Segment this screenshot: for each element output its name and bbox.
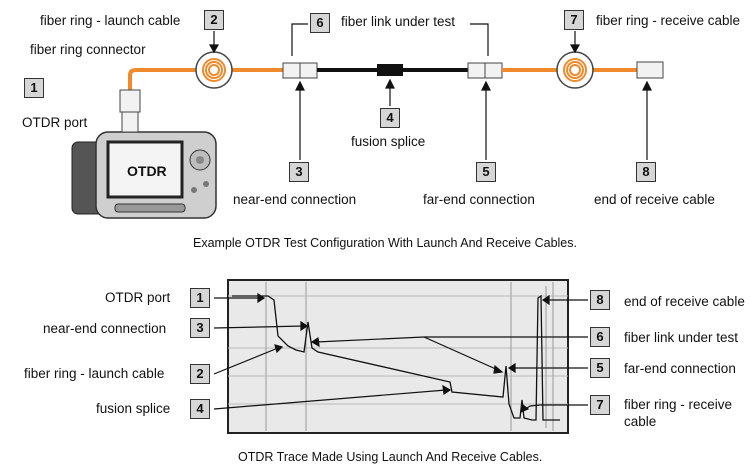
trace-callout-4: 4 bbox=[190, 399, 210, 419]
label-link-under-test: fiber link under test bbox=[341, 14, 456, 29]
trace-label-receive-cable-2: cable bbox=[624, 414, 657, 429]
callout-5: 5 bbox=[476, 162, 496, 182]
label-near-end: near-end connection bbox=[233, 192, 357, 207]
bottom-caption: OTDR Trace Made Using Launch And Receive… bbox=[238, 450, 543, 464]
callout-6: 6 bbox=[310, 13, 330, 33]
trace-callout-5: 5 bbox=[590, 358, 610, 378]
otdr-device bbox=[71, 89, 217, 219]
trace-callout-3: 3 bbox=[190, 318, 210, 338]
callout-7: 7 bbox=[564, 10, 584, 30]
otdr-trace-panel bbox=[227, 279, 569, 434]
trace-callout-2: 2 bbox=[190, 364, 210, 384]
label-ring-connector: fiber ring connector bbox=[30, 42, 146, 57]
label-fusion-splice: fusion splice bbox=[351, 134, 426, 149]
receive-fiber-ring bbox=[556, 51, 594, 89]
trace-label-far-end: far-end connection bbox=[624, 361, 736, 376]
receive-cable-end bbox=[636, 61, 664, 79]
label-end-receive: end of receive cable bbox=[594, 192, 715, 207]
near-end-connector bbox=[282, 62, 318, 79]
callout-3: 3 bbox=[289, 162, 309, 182]
device-screen-text: OTDR bbox=[127, 163, 167, 179]
bottom-leader-lines bbox=[213, 292, 588, 414]
trace-callout-7: 7 bbox=[590, 395, 610, 415]
callout-1: 1 bbox=[24, 78, 44, 98]
trace-label-otdr-port: OTDR port bbox=[105, 290, 171, 305]
launch-fiber-ring bbox=[195, 51, 233, 89]
trace-label-fusion-splice: fusion splice bbox=[96, 401, 171, 416]
top-leader-lines bbox=[208, 23, 652, 160]
trace-callout-6: 6 bbox=[590, 327, 610, 347]
trace-callout-1: 1 bbox=[190, 288, 210, 308]
top-caption: Example OTDR Test Configuration With Lau… bbox=[193, 236, 577, 250]
far-end-connector bbox=[467, 62, 503, 79]
launch-fiber bbox=[128, 68, 283, 90]
trace-label-end-receive: end of receive cable bbox=[624, 294, 745, 309]
trace-label-receive-cable-1: fiber ring - receive bbox=[624, 397, 733, 412]
label-otdr-port: OTDR port bbox=[22, 115, 88, 130]
trace-label-link-under-test: fiber link under test bbox=[624, 330, 739, 345]
label-far-end: far-end connection bbox=[423, 192, 535, 207]
otdr-trace-line bbox=[232, 294, 560, 421]
callout-8: 8 bbox=[636, 162, 656, 182]
trace-label-near-end: near-end connection bbox=[43, 321, 167, 336]
label-receive-cable: fiber ring - receive cable bbox=[596, 13, 741, 28]
callout-4: 4 bbox=[380, 108, 400, 128]
trace-label-launch-cable: fiber ring - launch cable bbox=[24, 366, 165, 381]
link-under-test-fiber bbox=[317, 64, 468, 76]
trace-callout-8: 8 bbox=[590, 290, 610, 310]
callout-2: 2 bbox=[204, 10, 224, 30]
label-launch-cable: fiber ring - launch cable bbox=[40, 13, 181, 28]
